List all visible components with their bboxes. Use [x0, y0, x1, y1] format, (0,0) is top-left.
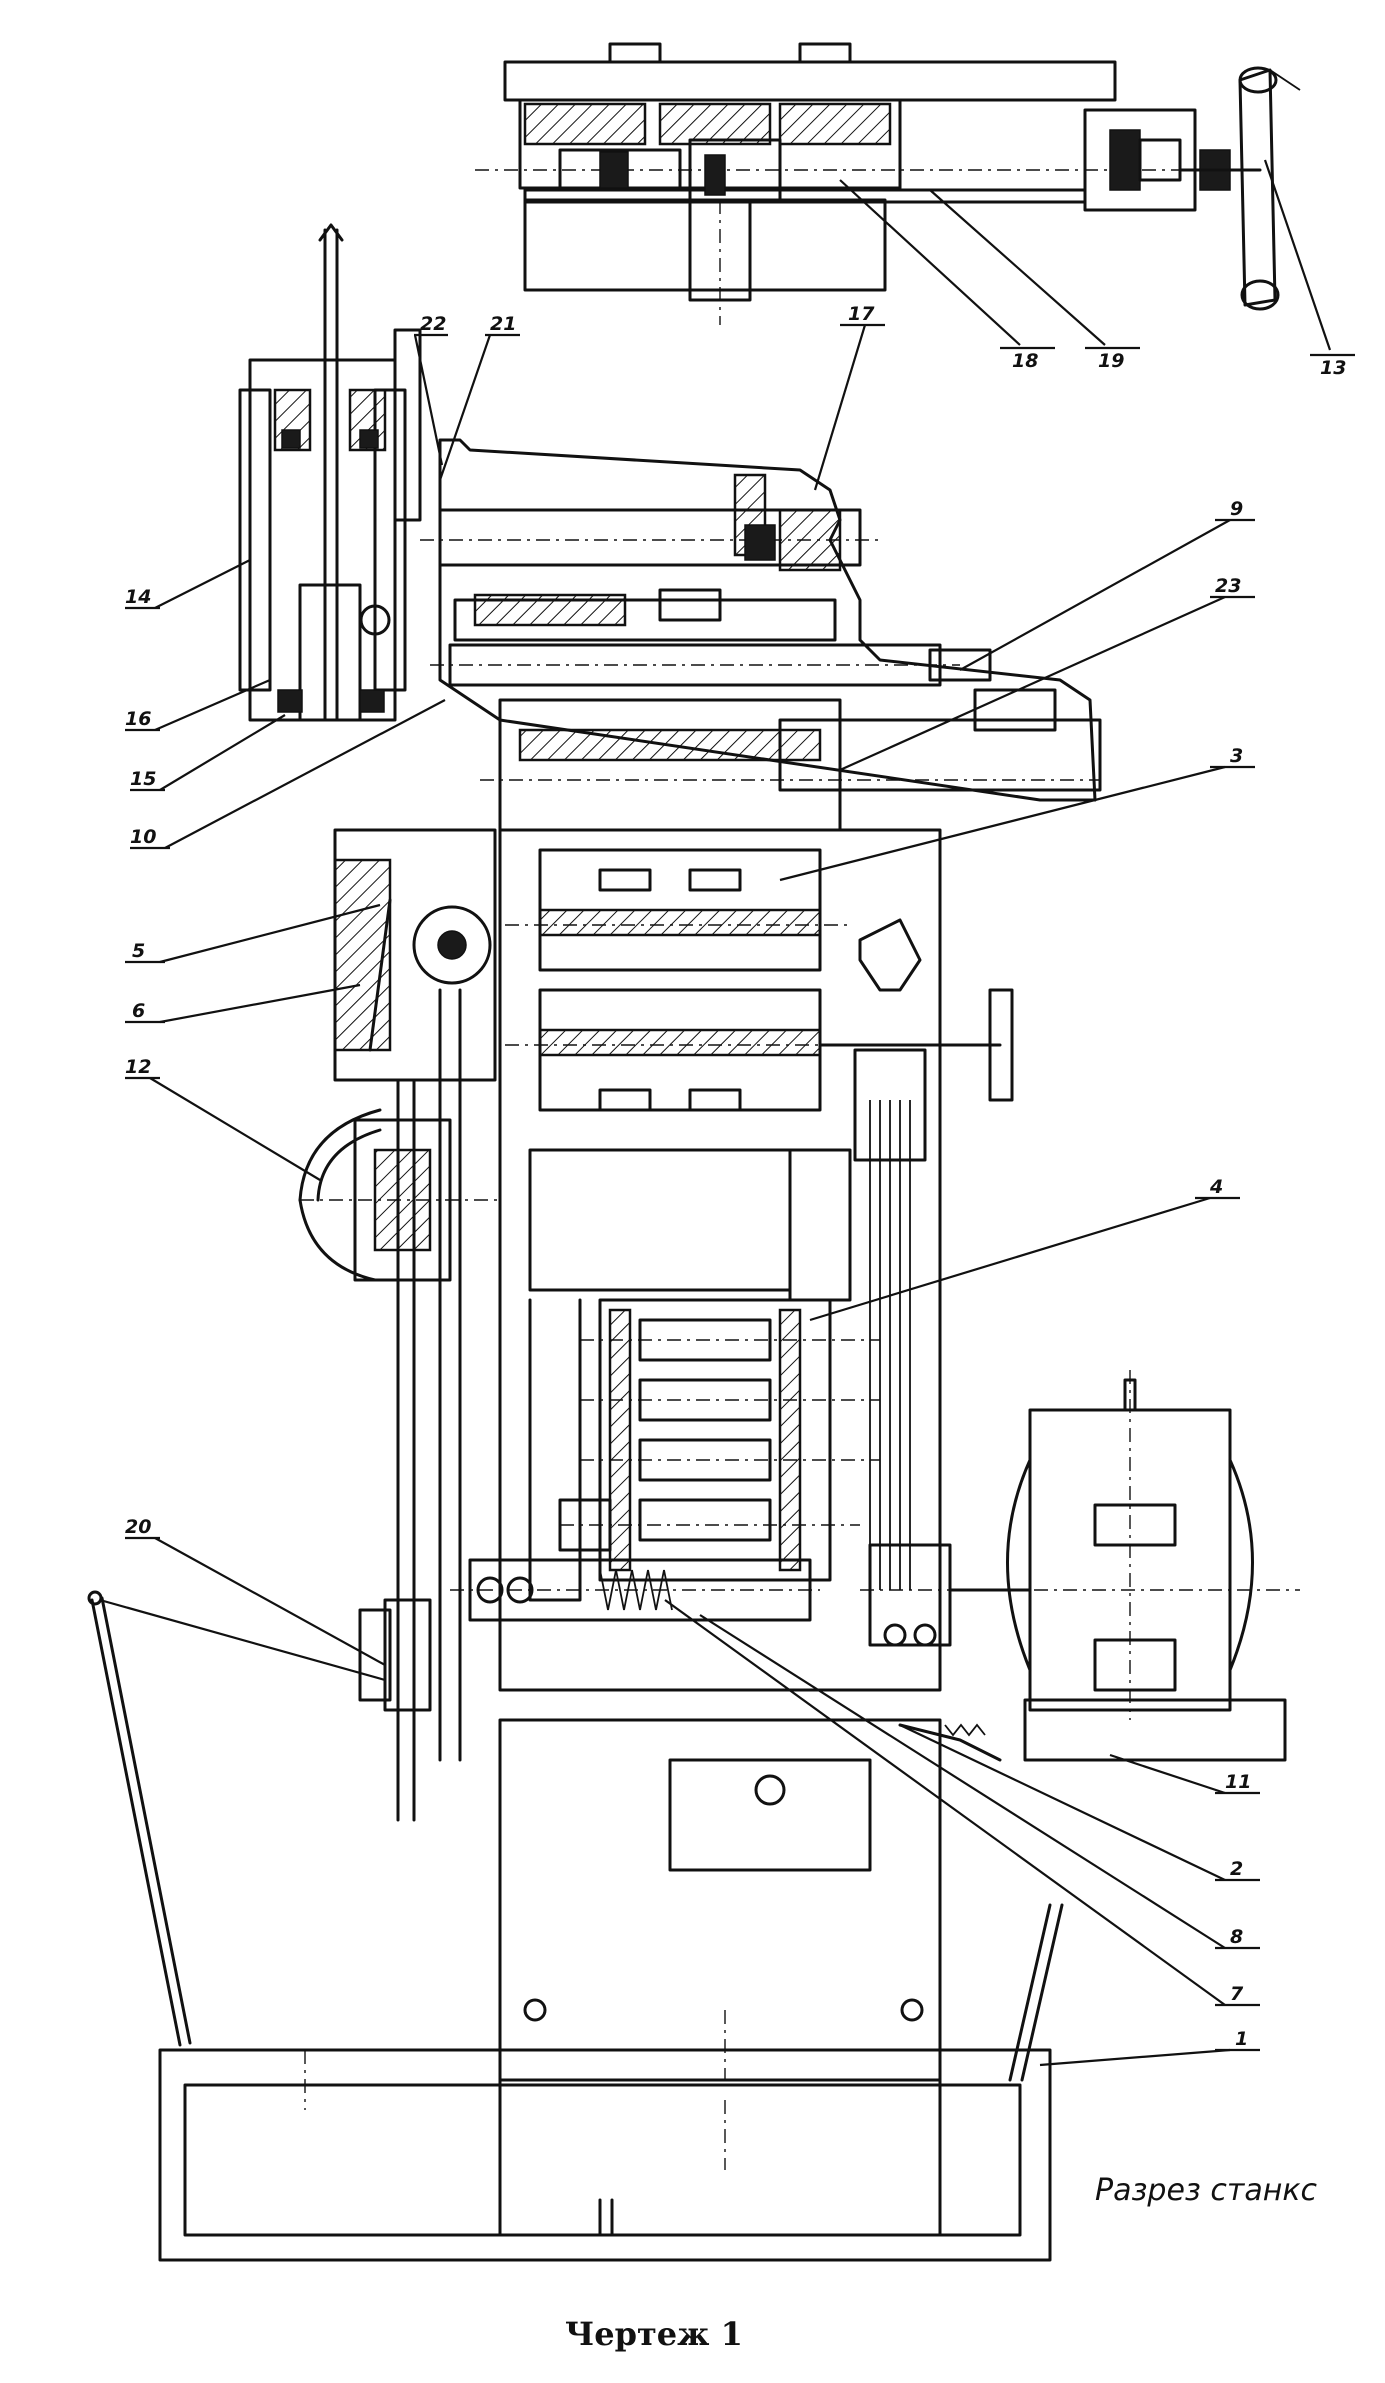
callout-10: 10 [130, 826, 156, 848]
callout-8: 8 [1230, 1926, 1243, 1948]
gearbox-column [480, 688, 1102, 1692]
callout-2: 2 [1230, 1858, 1243, 1880]
callout-14: 14 [125, 586, 151, 608]
upper-housing [420, 438, 1097, 802]
callout-19: 19 [1098, 350, 1124, 372]
callout-12: 12 [125, 1056, 151, 1078]
callout-3: 3 [1230, 745, 1243, 767]
machine-base [87, 1590, 1064, 2262]
callout-numbers: 13 18 19 22 21 17 9 23 3 14 16 15 10 5 6… [125, 303, 1346, 2050]
drawing-title: Чертеж 1 [565, 2315, 743, 2353]
section-caption: Разрез станкс [1095, 2173, 1318, 2208]
callout-9: 9 [1230, 498, 1243, 520]
callout-17: 17 [848, 303, 875, 325]
callout-7: 7 [1230, 1983, 1244, 2005]
callout-5: 5 [132, 940, 145, 962]
callout-23: 23 [1215, 575, 1241, 597]
callout-13: 13 [1320, 357, 1346, 379]
callout-22: 22 [420, 313, 446, 335]
callout-20: 20 [125, 1516, 151, 1538]
electric-motor [948, 1370, 1287, 1762]
feed-box [558, 1298, 880, 1582]
worm-drive [450, 1558, 1002, 1762]
callout-18: 18 [1012, 350, 1038, 372]
leader-lines [99, 159, 1355, 2067]
table-assembly [475, 42, 1301, 325]
callout-15: 15 [130, 768, 156, 790]
callout-16: 16 [125, 708, 151, 730]
callout-6: 6 [132, 1000, 145, 1022]
vertical-feed-shafts [298, 828, 500, 1822]
callout-1: 1 [1235, 2028, 1248, 2050]
callout-11: 11 [1225, 1771, 1251, 1793]
belt-drive [853, 918, 1300, 1647]
callout-4: 4 [1209, 1176, 1223, 1198]
callout-21: 21 [490, 313, 516, 335]
spindle-head [238, 223, 422, 722]
